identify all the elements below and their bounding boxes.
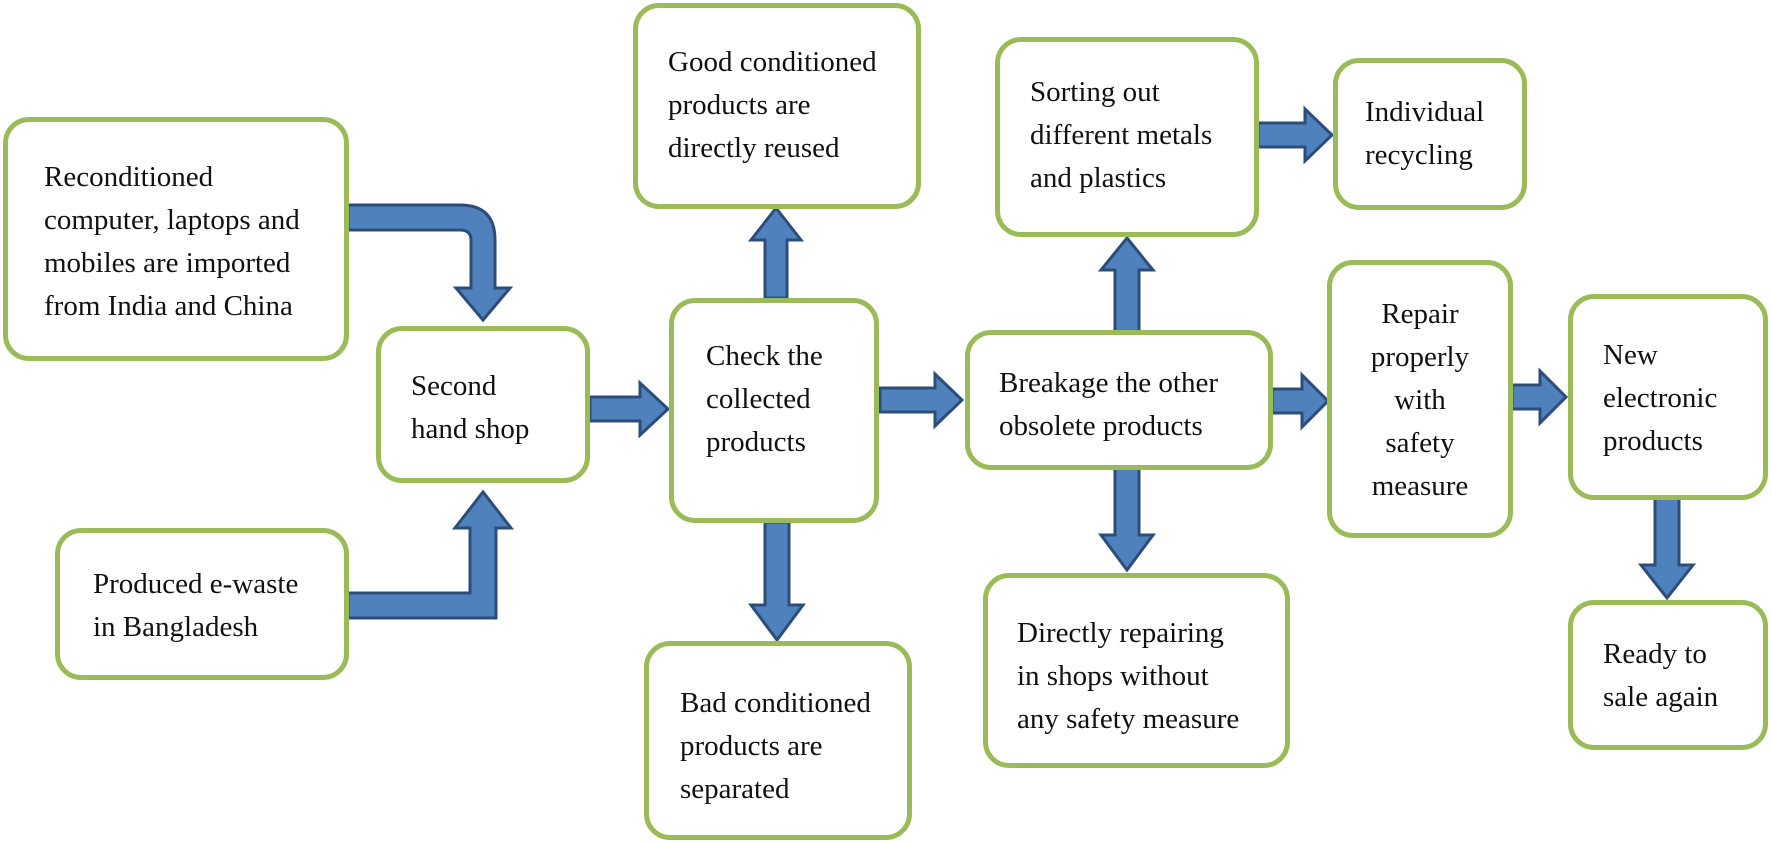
node-produced-e-waste-text: Produced e-waste in Bangladesh — [93, 568, 299, 643]
arrow-repair-to-new — [1510, 367, 1569, 427]
node-sorting-metals-plastics: Sorting out different metals and plastic… — [995, 37, 1259, 237]
node-new-electronic-products: New electronic products — [1568, 294, 1768, 500]
node-new-electronic-products-text: New electronic products — [1603, 339, 1718, 457]
node-directly-repairing-text: Directly repairing in shops without any … — [1017, 617, 1240, 735]
node-directly-repairing: Directly repairing in shops without any … — [983, 573, 1290, 768]
node-reconditioned-imports: Reconditioned computer, laptops and mobi… — [3, 117, 349, 361]
node-good-conditioned: Good conditioned products are directly r… — [633, 3, 921, 209]
node-bad-conditioned-text: Bad conditioned products are separated — [680, 687, 871, 805]
node-breakage-obsolete: Breakage the other obsolete products — [965, 330, 1273, 470]
arrow-new-to-ready — [1637, 496, 1697, 601]
arrow-second-hand-to-check — [588, 379, 671, 439]
arrow-check-to-good — [747, 205, 805, 300]
arrow-produced-to-second-hand — [346, 489, 515, 620]
node-reconditioned-imports-text: Reconditioned computer, laptops and mobi… — [44, 161, 300, 322]
arrow-breakage-to-repair — [1270, 371, 1331, 431]
node-bad-conditioned: Bad conditioned products are separated — [644, 641, 912, 840]
node-sorting-metals-plastics-text: Sorting out different metals and plastic… — [1030, 76, 1213, 194]
node-produced-e-waste: Produced e-waste in Bangladesh — [55, 528, 349, 680]
node-ready-to-sale: Ready to sale again — [1568, 600, 1768, 750]
node-ready-to-sale-text: Ready to sale again — [1603, 638, 1719, 713]
node-individual-recycling: Individual recycling — [1333, 58, 1527, 210]
node-second-hand-shop: Second hand shop — [376, 326, 590, 483]
node-individual-recycling-text: Individual recycling — [1365, 96, 1485, 171]
node-breakage-obsolete-text: Breakage the other obsolete products — [999, 367, 1219, 442]
node-repair-safely-text: Repair properly with safety measure — [1370, 298, 1470, 502]
arrow-sorting-to-individual — [1256, 105, 1335, 165]
node-check-products: Check the collected products — [669, 298, 879, 523]
arrow-check-to-breakage — [878, 370, 965, 430]
arrow-reconditioned-to-second-hand — [346, 203, 514, 323]
arrow-check-to-bad — [748, 520, 806, 643]
arrow-breakage-to-sorting — [1097, 235, 1157, 334]
node-good-conditioned-text: Good conditioned products are directly r… — [668, 46, 877, 164]
node-check-products-text: Check the collected products — [706, 340, 823, 458]
arrow-breakage-to-directly-repairing — [1098, 466, 1156, 573]
node-repair-safely: Repair properly with safety measure — [1327, 260, 1513, 538]
node-second-hand-shop-text: Second hand shop — [411, 370, 530, 445]
